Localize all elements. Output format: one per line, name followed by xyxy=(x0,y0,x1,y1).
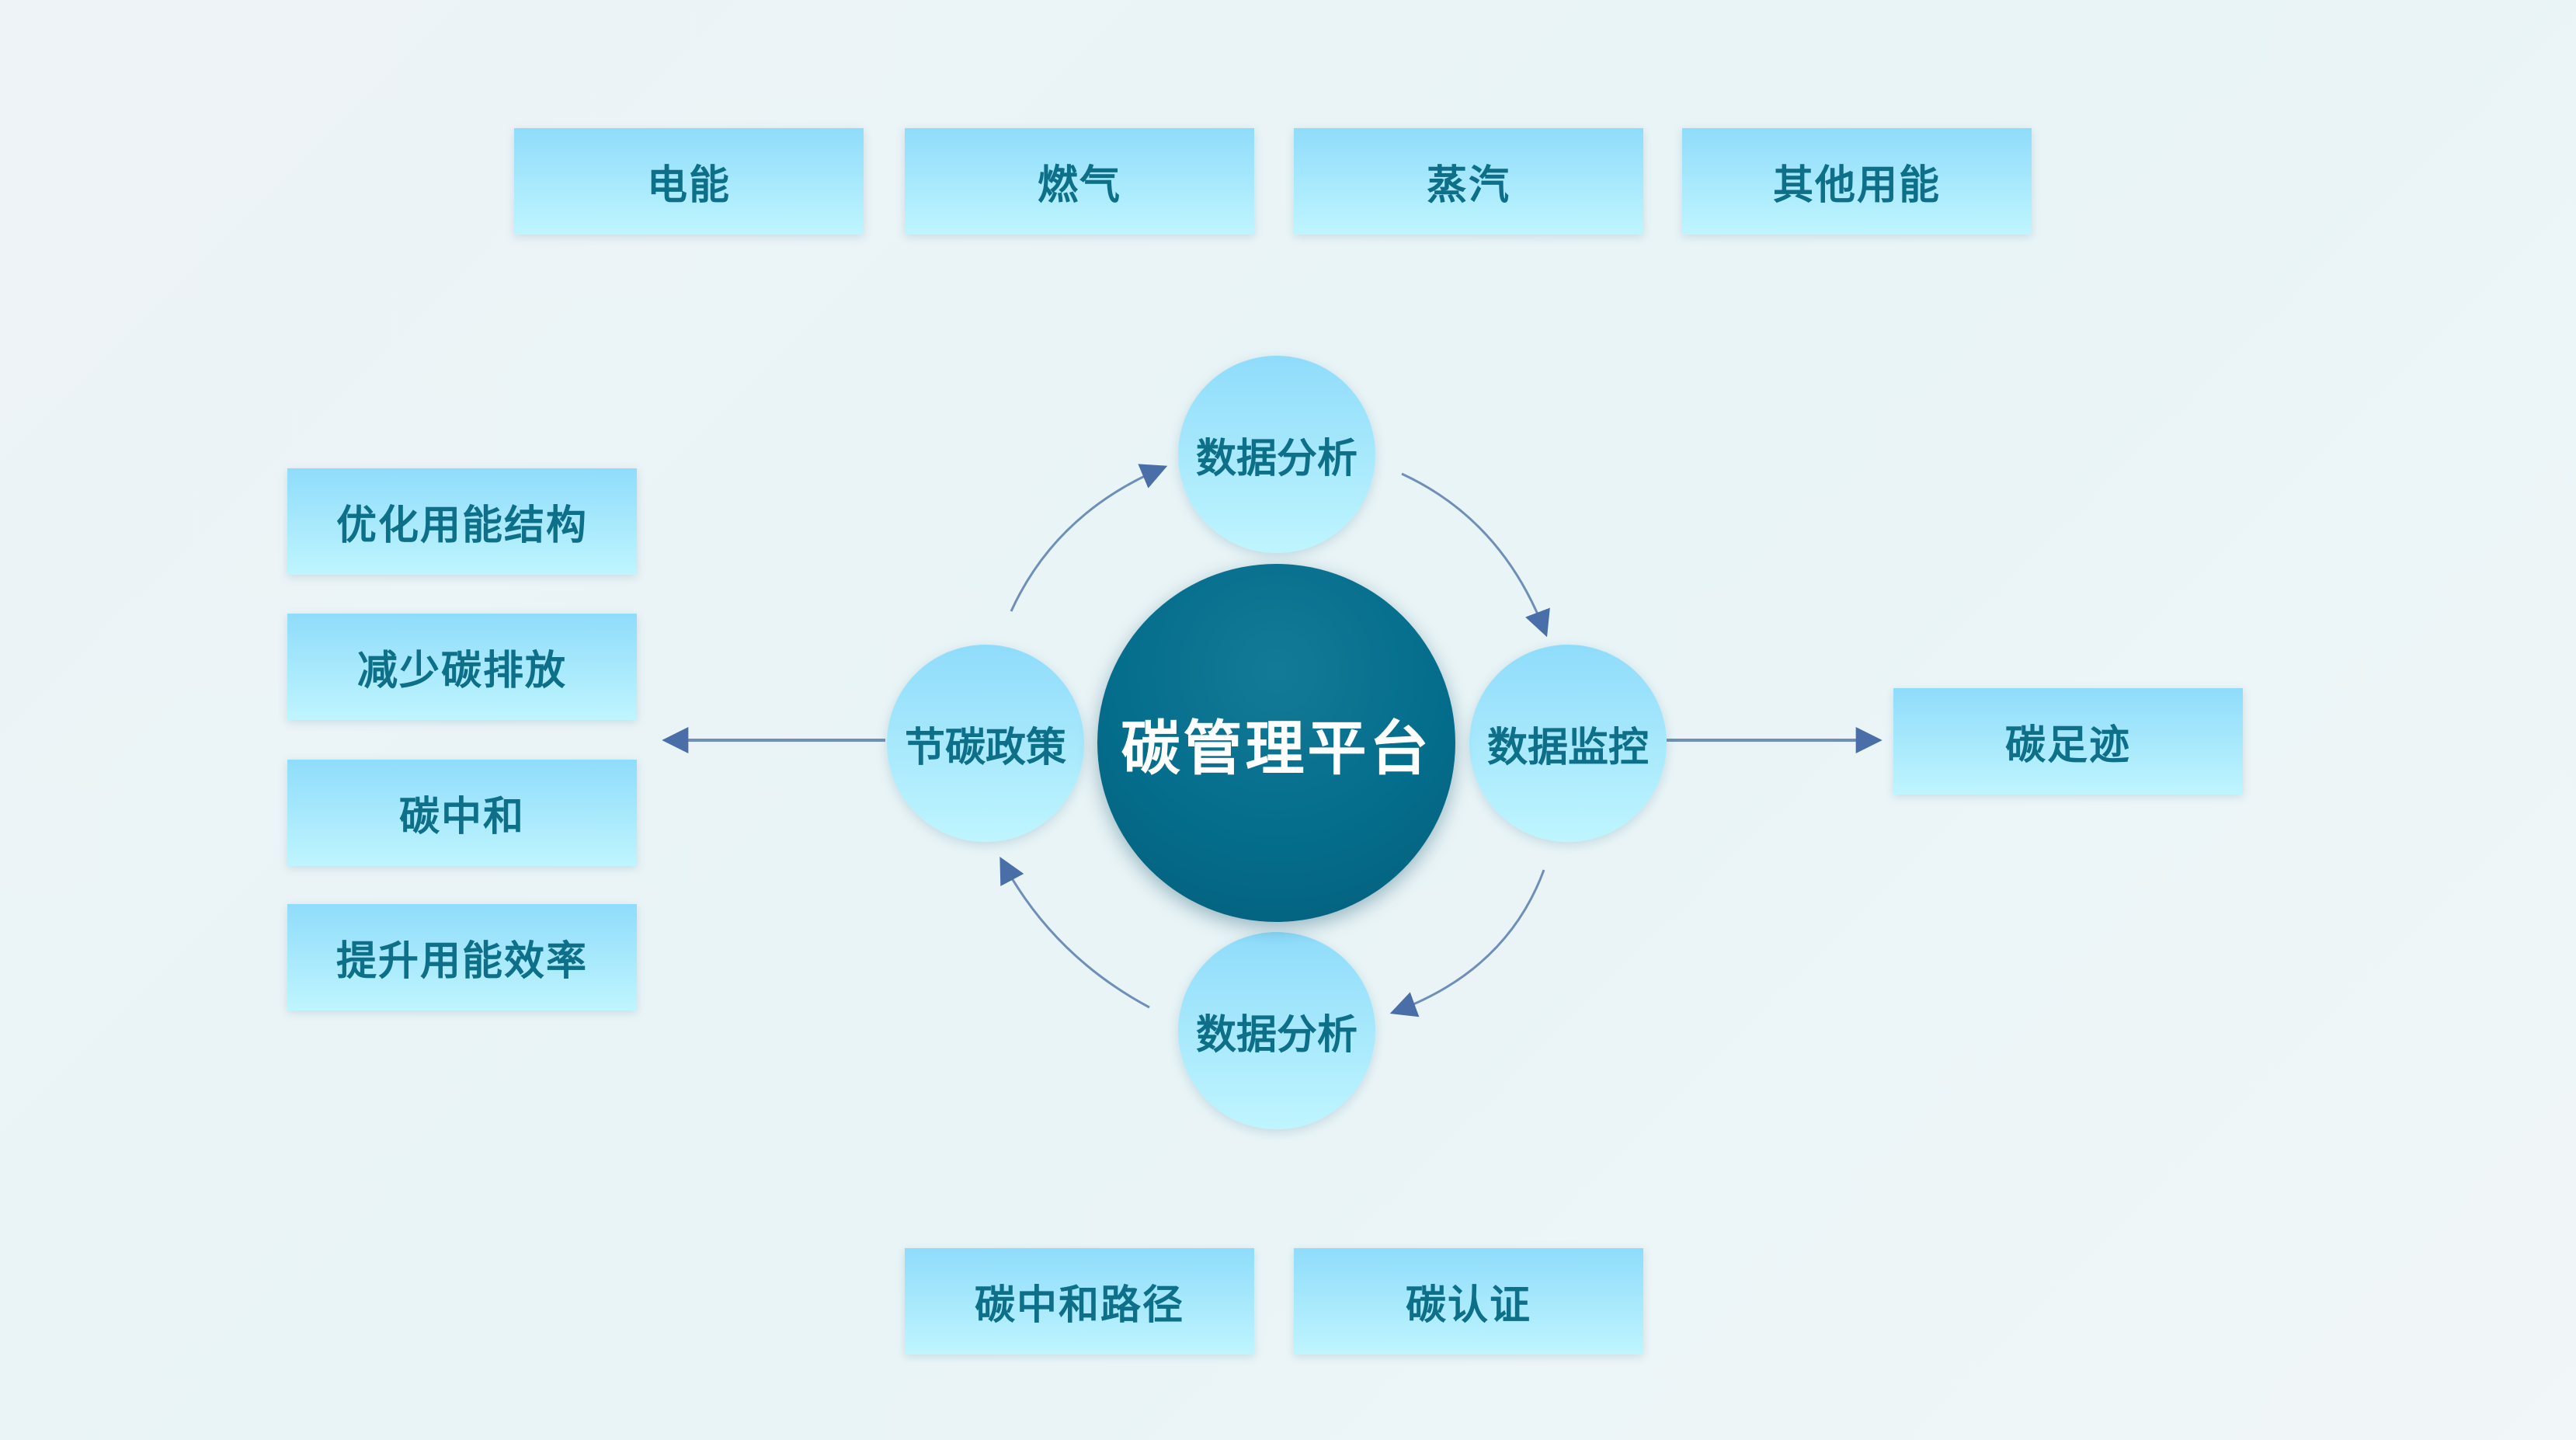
arc-bottom-to-left xyxy=(999,856,1150,1009)
box-gas: 燃气 xyxy=(905,128,1254,235)
carbon-management-platform: 碳管理平台 xyxy=(1097,564,1455,922)
arc-left-to-top xyxy=(1010,464,1168,612)
box-improve-efficiency: 提升用能效率 xyxy=(287,904,637,1010)
arc-right-to-bottom xyxy=(1389,869,1545,1017)
box-carbon-footprint: 碳足迹 xyxy=(1893,688,2243,795)
arc-top-to-right xyxy=(1401,472,1550,638)
box-carbon-neutral-path: 碳中和路径 xyxy=(905,1248,1254,1355)
box-steam: 蒸汽 xyxy=(1294,128,1643,235)
box-carbon-neutral: 碳中和 xyxy=(287,760,637,866)
box-carbon-certification: 碳认证 xyxy=(1294,1248,1643,1355)
node-data-analysis-top: 数据分析 xyxy=(1178,356,1375,553)
box-other-energy: 其他用能 xyxy=(1682,128,2032,235)
node-data-monitoring: 数据监控 xyxy=(1469,645,1667,842)
node-data-analysis-bottom: 数据分析 xyxy=(1178,932,1375,1129)
box-reduce-emission: 减少碳排放 xyxy=(287,614,637,720)
box-electricity: 电能 xyxy=(514,128,864,235)
box-optimize-structure: 优化用能结构 xyxy=(287,468,637,575)
node-carbon-saving-policy: 节碳政策 xyxy=(887,645,1084,842)
